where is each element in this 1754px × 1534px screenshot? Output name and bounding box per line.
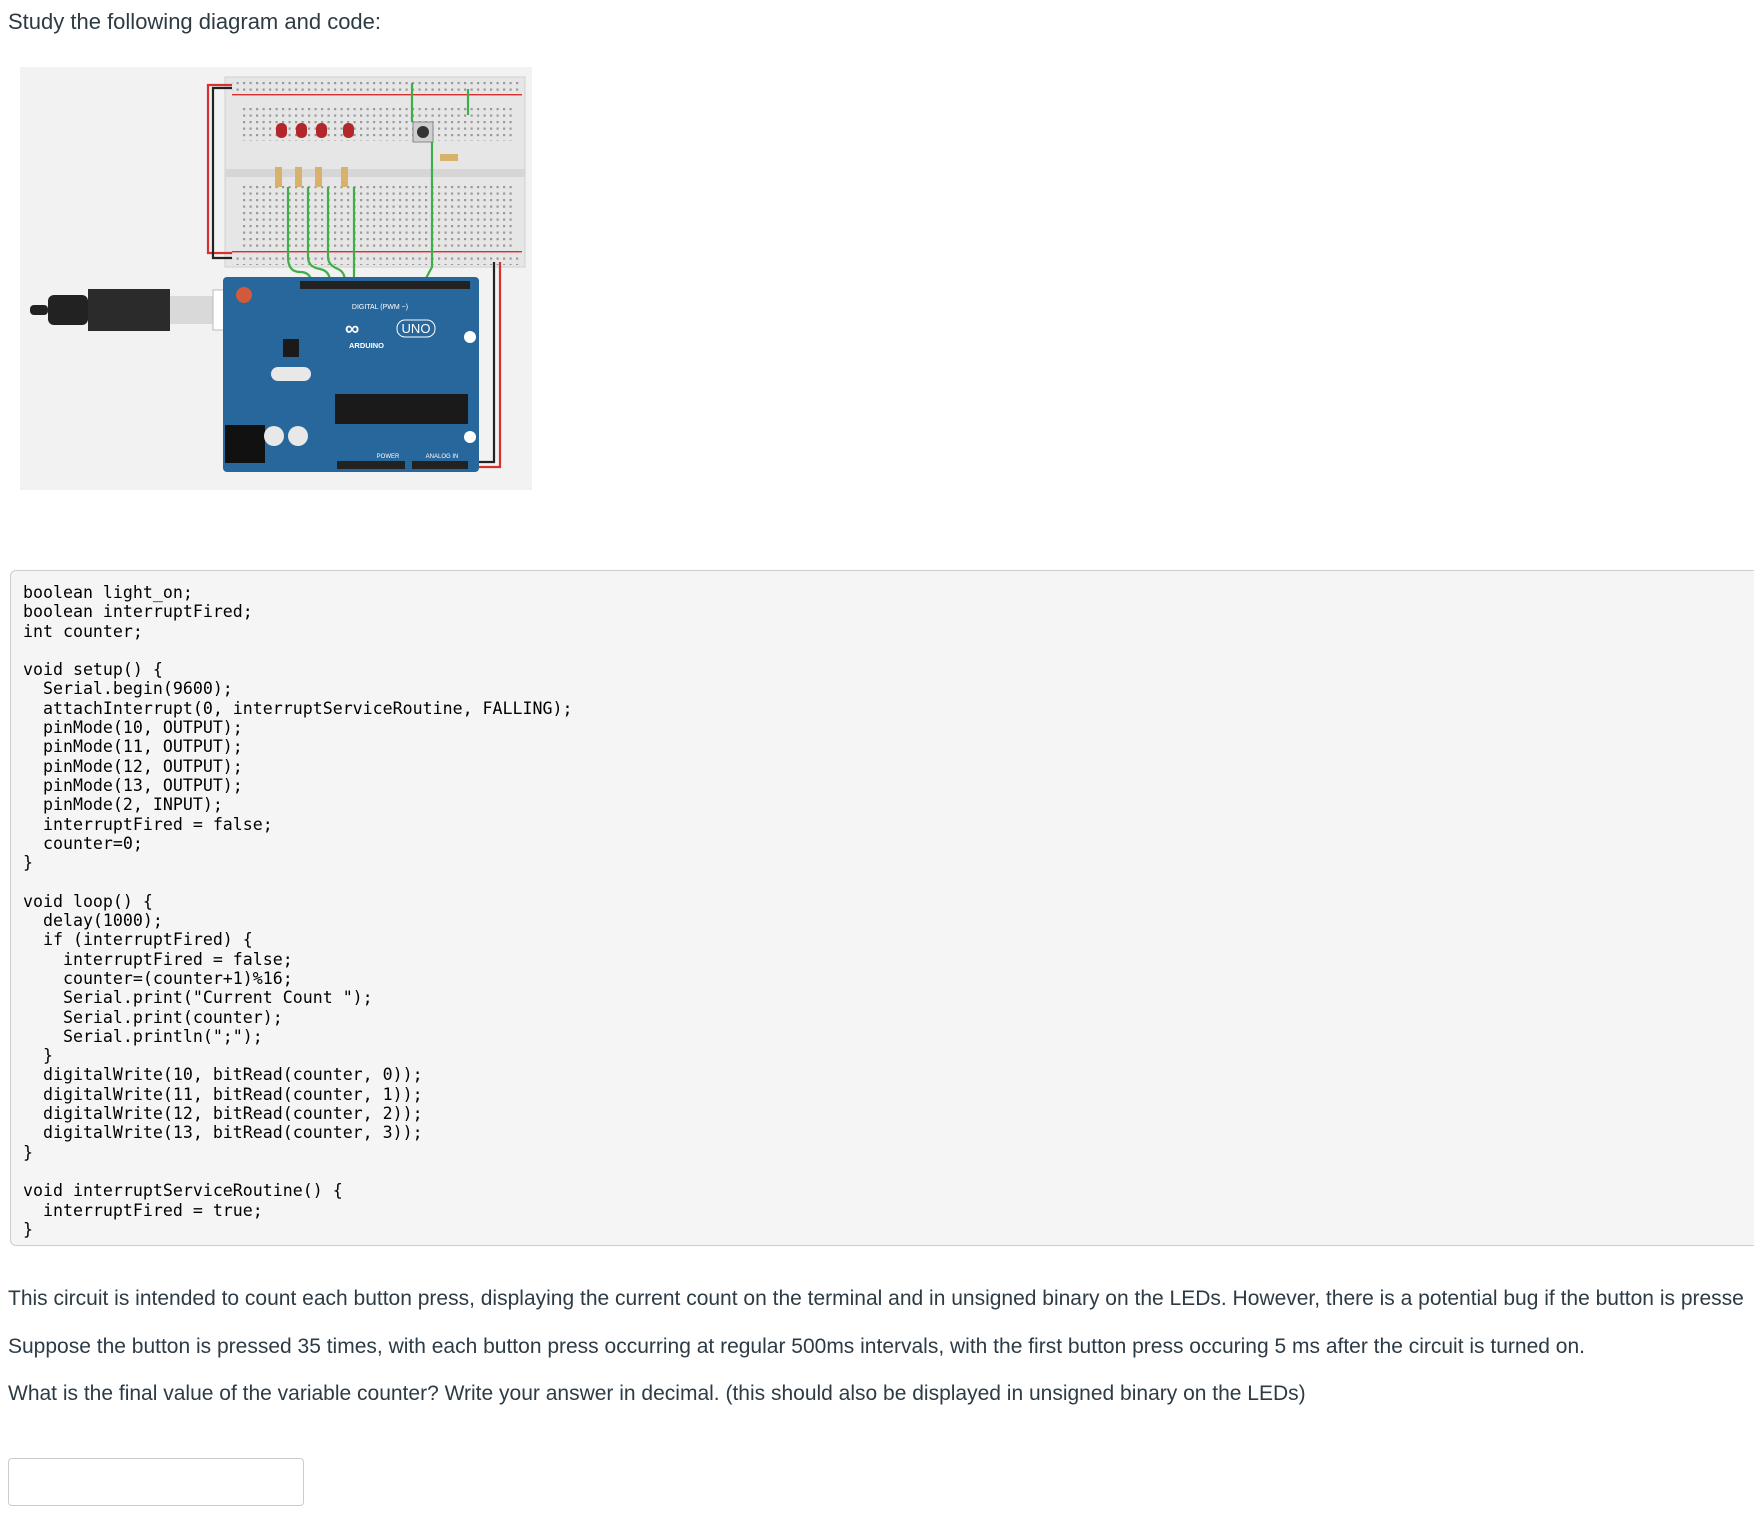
breadboard bbox=[224, 76, 526, 268]
led-group bbox=[276, 123, 354, 138]
led bbox=[316, 123, 327, 138]
code-text: boolean light_on; boolean interruptFired… bbox=[23, 583, 573, 1239]
led bbox=[296, 123, 307, 138]
push-button bbox=[412, 121, 434, 143]
intro-text: Study the following diagram and code: bbox=[8, 9, 382, 34]
power-label: POWER bbox=[377, 454, 400, 460]
resistor-group bbox=[275, 154, 458, 187]
analog-label: ANALOG IN bbox=[426, 454, 459, 460]
digital-label: DIGITAL (PWM ~) bbox=[352, 304, 408, 311]
question-paragraph-2: Suppose the button is pressed 35 times, … bbox=[8, 1335, 1585, 1358]
led bbox=[343, 123, 354, 138]
infinity-logo: ∞ bbox=[345, 318, 359, 340]
answer-input[interactable] bbox=[8, 1458, 304, 1506]
arduino-label: ARDUINO bbox=[349, 341, 384, 350]
uno-label: UNO bbox=[402, 321, 431, 336]
question-paragraph-1: This circuit is intended to count each b… bbox=[8, 1287, 1744, 1310]
led bbox=[276, 123, 287, 138]
circuit-diagram: DIGITAL (PWM ~) ∞ UNO ARDUINO POWER ANAL… bbox=[20, 67, 532, 490]
code-block: boolean light_on; boolean interruptFired… bbox=[10, 570, 1754, 1246]
question-paragraph-3: What is the final value of the variable … bbox=[8, 1382, 1306, 1405]
arduino-board: DIGITAL (PWM ~) ∞ UNO ARDUINO POWER ANAL… bbox=[223, 277, 479, 472]
